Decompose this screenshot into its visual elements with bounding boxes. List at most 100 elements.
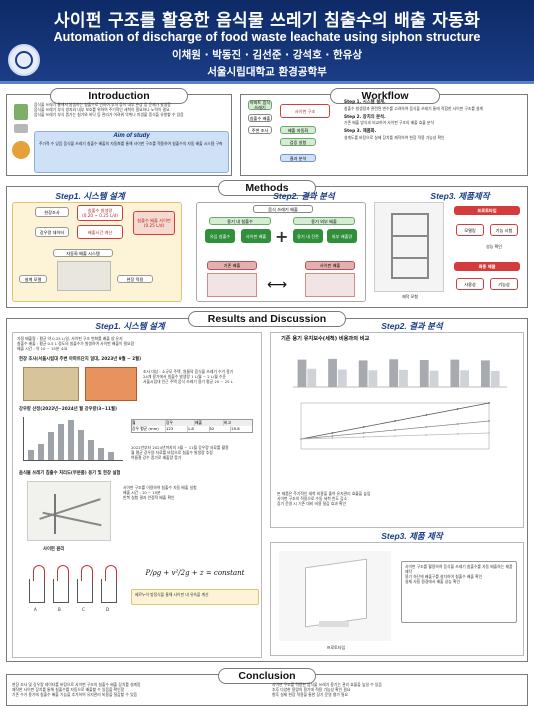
r1-eq-note: 베르누이 방정식을 통해 사이펀 내 유속을 계산 <box>131 589 259 605</box>
wf-step-title: Step 1. 시스템 설계. <box>344 100 386 105</box>
bar <box>337 369 347 387</box>
siphon-label: B <box>58 607 61 612</box>
siphon-label: A <box>34 607 37 612</box>
m1-f: 자동화 배출 시스템 <box>53 249 113 257</box>
wf-step-title: Step 3. 제품화. <box>344 129 377 135</box>
r1-table-c: 강우 평균 (mm) <box>132 426 166 432</box>
r1-rain-chart <box>23 417 123 461</box>
r1-test-note: 반복 실험 결과 안정적 배출 확인 <box>123 495 175 500</box>
siphon-label: D <box>106 607 110 612</box>
m2-p2: 사이펀 배출 <box>241 229 271 243</box>
r1-site-notes: 조사 대상 : 소규모 주택, 원룸의 음식물 쓰레기 수거 용기 24개 용기… <box>143 369 257 384</box>
m1-e-sub: (0.25 L/d) <box>143 223 165 228</box>
methods-step2-title: Step2. 결과 분석 <box>273 191 335 201</box>
chart-notes: 본 제품은 주기적인 세척 비용을 줄여 유지관리 효율을 높임 사이펀 구조의… <box>277 491 519 506</box>
step3-note: 용기 하단에 배출구를 설치하여 침출수 배출 확인 <box>405 574 483 579</box>
r1-site-note: 조사 대상 : 소규모 주택, 원룸의 음식물 쓰레기 수거 용기 <box>143 369 234 374</box>
r1-eq-note-text: 베르누이 방정식을 통해 사이펀 내 유속을 계산 <box>135 592 209 597</box>
m2-top: 음식 쓰레기 배출 <box>253 205 313 213</box>
wf-step: Step 2. 장치의 분석. 기존 배출 방식과 비교하여 사이펀 구조의 배… <box>344 115 524 126</box>
bar <box>419 360 429 387</box>
m2-p3: 용기 내 잔존 <box>293 229 323 243</box>
plot-frame <box>300 402 490 450</box>
data-point <box>488 420 490 422</box>
siphon-diagrams: A B C D <box>27 559 125 621</box>
bar <box>297 359 307 387</box>
bar <box>328 358 337 387</box>
data-point <box>331 432 334 434</box>
bar <box>450 359 460 387</box>
results-left-column: 가정 배출량 : 평균 약 0.25 L/일, 사이펀 구조 변화를 배출 양 … <box>12 332 262 658</box>
aim-title: Aim of study <box>113 133 150 139</box>
data-point <box>394 429 396 431</box>
wf-b1: 배출 자동화 <box>280 126 316 134</box>
methods-title: Methods <box>218 180 316 196</box>
r1-table-h: 비고 <box>224 420 231 425</box>
conclusion-item: 향후 실제 현장 적용을 통한 장기 운영 평가 필요 <box>272 692 349 697</box>
wf-b2: 검증 실험 <box>280 138 316 146</box>
frame-caption: 제작 모형 <box>402 294 418 299</box>
m1-h: 현장 적용 <box>117 275 153 283</box>
wf-side: 사이펀 구조 <box>280 104 330 118</box>
line-chart <box>300 402 490 450</box>
data-point <box>425 434 428 436</box>
aim-icon <box>12 141 30 159</box>
m2-lower-right-image <box>305 273 355 297</box>
data-point <box>394 435 396 437</box>
m2-lower-right: 사이펀 배출 <box>305 261 355 270</box>
methods-step2-panel: 음식 쓰레기 배출 용기 내 침출수 용기 외부 배출 유입 침출수 사이펀 배… <box>196 202 366 302</box>
product-caption: 프로토타입 <box>326 645 346 650</box>
conclusion-item: 제작한 사이펀 장치를 통해 침출수를 자동으로 배출할 수 있음을 확인함 <box>12 687 125 692</box>
r1-table-c: 25.8 <box>231 426 240 431</box>
m1-e: 침출수 배출 사이펀 (0.25 L/d) <box>133 211 175 235</box>
m1-b-label: 침출수 발생량 <box>87 208 113 213</box>
m3-s3: 성능 확인 <box>486 244 502 249</box>
data-point <box>456 423 459 425</box>
wf-step-text: 기존 배출 방식과 비교하여 사이펀 구조의 배출 효율 분석 <box>344 120 434 126</box>
r1-site-note: 24개 용기에서 침출수 발생량 1 L/월 ~ 2 L/월 수준 <box>143 374 226 379</box>
conclusion-item: 사이펀 구조를 적용한 음식물 쓰레기 용기는 관리 효율을 높일 수 있음 <box>272 682 382 687</box>
conclusion-item: 기존 수거 용기에 침출수 배출 기능을 추가하여 유지관리 비용을 절감할 수… <box>12 692 138 697</box>
wf-b3: 결과 분석 <box>280 154 316 162</box>
r1-rain-note: 여름철 강수 증가로 배출량 증가 <box>131 455 182 460</box>
data-point <box>425 426 428 428</box>
chart-note: 장기 운영 시 기존 대비 비용 절감 효과 확인 <box>277 501 347 506</box>
m2-right-hdr: 용기 외부 배출 <box>293 217 355 225</box>
data-point <box>394 420 396 422</box>
chart-title: 기존 용기 유지보수(세척) 비용과의 비교 <box>281 336 370 342</box>
title-korean: 사이펀 구조를 활용한 음식물 쓰레기 침출수의 배출 자동화 <box>53 11 481 31</box>
bar <box>399 369 408 387</box>
m1-g: 설계 모델 <box>19 275 47 283</box>
affiliation: 서울시립대학교 환경공학부 <box>207 66 327 78</box>
r1-bullets: 가정 배출량 : 평균 약 0.25 L/일, 사이펀 구조 변화를 배출 양 … <box>17 336 257 351</box>
wf-step: Step 3. 제품화. 설계도를 바탕으로 실제 장치를 제작하여 현장 적용… <box>344 129 524 140</box>
m3-b1: 사용성 <box>456 278 484 290</box>
r1-test-title: 음식물 쓰레기 침출수 처리도(부분품) 용기 및 현장 실험 <box>19 471 121 476</box>
frame-image <box>374 202 444 292</box>
m3-s2: 기능 시험 <box>490 224 518 236</box>
aim-box: Aim of study 주기적 수 있음 음식물 쓰레기 침출수 배출의 자동… <box>34 131 229 173</box>
r1-table-c: 123 <box>166 426 188 432</box>
m2-left-hdr: 용기 내 침출수 <box>209 217 271 225</box>
bar <box>460 370 470 387</box>
m2-p4: 외부 배출량 <box>327 229 357 243</box>
wf-step-title: Step 2. 장치의 분석. <box>344 114 386 120</box>
double-arrow-icon: ⟷ <box>267 277 288 293</box>
r1-photo-2 <box>85 367 137 401</box>
results-step1-title: Step1. 시스템 설계 <box>95 321 165 331</box>
authors: 이채원 · 박동진 · 김선준 · 강석호 · 한유상 <box>171 49 363 61</box>
data-point <box>331 435 334 437</box>
product-photo <box>279 551 391 641</box>
r1-test-photo <box>27 481 111 541</box>
m1-a: 현장조사 <box>35 207 69 217</box>
data-point <box>300 438 302 440</box>
m1-d: 배출시간 계산 <box>77 225 123 239</box>
results-step2-title: Step2. 결과 분석 <box>381 321 443 331</box>
m2-lower-left: 기존 배출 <box>207 261 257 270</box>
r1-test-notes: 사이펀 구조를 이용하여 침출수 자동 배출 실험 배출 시간 : 10 ~ 1… <box>123 485 257 500</box>
r1-test-note: 사이펀 구조를 이용하여 침출수 자동 배출 실험 <box>123 485 197 490</box>
data-point <box>362 436 365 438</box>
bar <box>490 371 500 387</box>
m1-image <box>57 261 111 291</box>
m1-b: 침출수 발생량 (0.20 ~ 0.25 L/d) <box>77 205 123 221</box>
